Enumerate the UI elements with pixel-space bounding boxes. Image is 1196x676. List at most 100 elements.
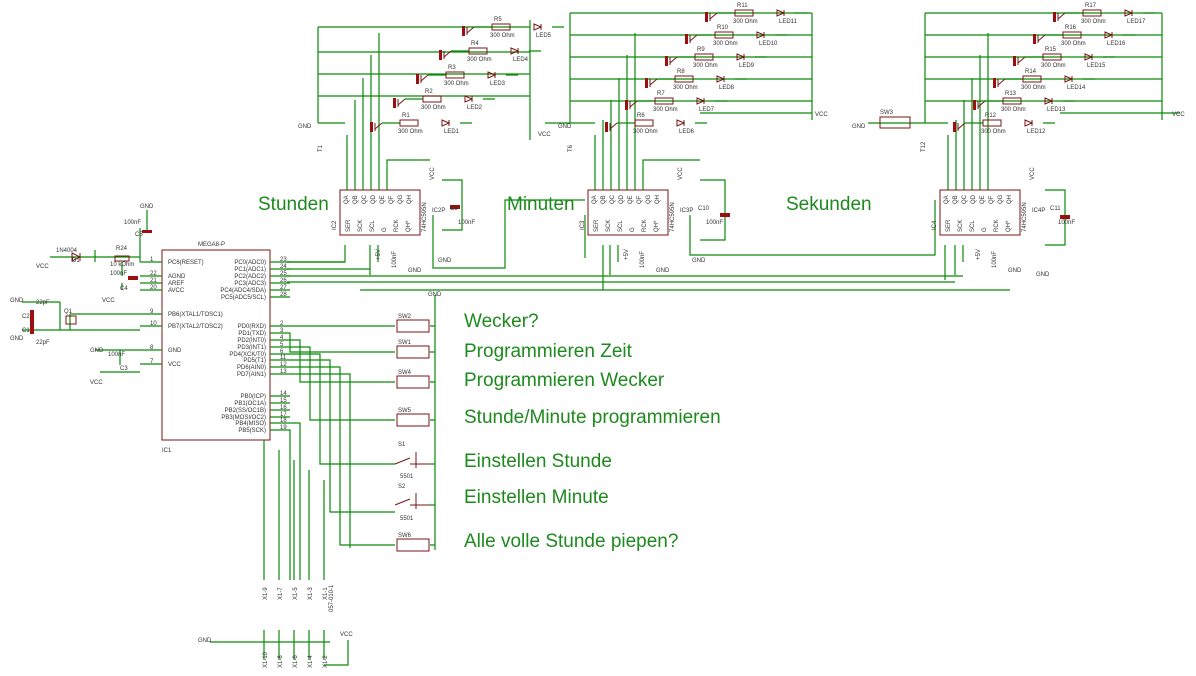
sr-output-pin: QH [1007,195,1013,204]
mcu-right-pin-label: PD6(AIN0) [237,365,266,371]
mcu-right-pin-label: PD2(INT0) [237,338,266,344]
sr-output-pin: QC [962,194,968,204]
mcu-right-pin-number: 19 [280,425,287,431]
resistor-value: 300 Ohm [693,63,718,69]
led-symbol [1024,119,1034,127]
mcu-left-pin-label: AGND [168,274,186,280]
transistor-ref: T6 [568,144,574,152]
connector-pin-bottom: X1-2 [323,655,329,668]
led-symbol [510,47,520,55]
note-program-alarm: Programmieren Wecker [464,370,665,391]
switch-main-ref: SW3 [880,110,894,116]
transistor-pad [393,98,396,108]
sr-part: 74HC595N [1022,202,1028,232]
sr-input-pin: SER [946,219,952,232]
led-ref: LED3 [490,81,506,87]
transistor-symbol [669,56,678,65]
resistor-body [1042,53,1062,61]
sr-output-pin: QE [980,195,986,204]
resistor-ref: R12 [985,113,997,119]
sr-output-pin: QE [628,195,634,204]
transistor-symbol [1057,12,1066,21]
resistor-body [674,75,694,83]
resistor-body [714,31,734,39]
resistor-body [982,119,1002,127]
sr-output-pin: QC [610,194,616,204]
gnd-label-mcu: GND [90,348,104,354]
led-symbol [1084,53,1094,61]
led-symbol [676,119,686,127]
switch-part: 5501 [400,516,414,522]
led-symbol [776,9,786,17]
transistor-pad [993,78,996,88]
transistor-pad [1053,12,1056,22]
sr-vcc-label: VCC [678,167,684,180]
resistor-value: 300 Ohm [633,129,658,135]
resistor-value: 300 Ohm [653,107,678,113]
mcu-right-pin-label: PB4(MISO) [235,421,266,427]
sr-input-pin: G [382,227,388,232]
r24-value: 10 kOhm [110,262,134,268]
transistor-pad [705,12,708,22]
led-ref: LED14 [1067,85,1086,91]
sr-input-pin: SCL [370,220,376,232]
resistor-body [468,47,488,55]
resistor-body [445,71,465,79]
c5-ref: C5 [135,232,143,238]
mcu-right-pin-label: PB0(ICP) [241,394,266,400]
mcu-right-pin-label: PB5(SCK) [238,428,266,434]
transistor-symbol [443,50,452,59]
led-symbol [1044,97,1054,105]
gnd-label-ic4-cap: GND [1036,272,1050,278]
mcu-right-pin-number: 4 [280,335,284,341]
resistor-body [399,119,419,127]
transistor-symbol [420,74,429,83]
resistor-ref: R14 [1025,69,1037,75]
connector-pin-bottom: X1-10 [263,651,269,668]
mcu-right-pin-number: 17 [280,412,287,418]
sr-output-pin: QG [998,194,1004,204]
resistor-value: 300 Ohm [421,105,446,111]
led-symbol [533,23,543,31]
gnd-label-ic3: GND [656,268,670,274]
resistor-value: 300 Ohm [673,85,698,91]
connector-pin-bottom: X1-6 [293,655,299,668]
led-ref: LED15 [1087,63,1106,69]
transistor-symbol [1037,34,1046,43]
transistor-ref: T1 [318,144,324,152]
connector-pin-bottom: X1-8 [278,655,284,668]
connector-pin-bottom: X1-4 [308,655,314,668]
c5-value: 100nF [124,220,141,226]
resistor-value: 300 Ohm [444,81,469,87]
mcu-left-pin-number: 7 [150,359,154,365]
led-ref: LED5 [536,33,552,39]
transistor-symbol [709,12,718,21]
transistor-symbol [689,34,698,43]
section-seconds-label: Sekunden [786,194,872,215]
section-hours-label: Stunden [258,194,329,215]
resistor-value: 300 Ohm [1001,107,1026,113]
mcu-right-pin-number: 2 [280,321,284,327]
sr-output-pin: QD [619,194,625,204]
sr-part: 74HC595N [422,202,428,232]
resistor-value: 300 Ohm [713,41,738,47]
resistor-body [1022,75,1042,83]
mcu-right-pin-label: PC5(ADC5/SCL) [221,295,266,301]
c3-ref: C3 [120,366,128,372]
mcu-right-pin-number: 27 [280,285,287,291]
switch-ref: S1 [398,442,406,448]
resistor-body [1082,9,1102,17]
vcc-label-1: VCC [36,264,49,270]
sr-output-pin: QF [637,195,643,204]
sr-output-pin: QF [389,195,395,204]
sr-decoupling-value: 100nF [640,251,646,268]
vcc-label-connector: VCC [340,632,353,638]
sr-output-pin: QG [646,194,652,204]
transistor-pad [462,26,465,36]
c2-value: 22pF [36,300,50,306]
transistor-symbol [997,78,1006,87]
mcu-right-pin-number: 3 [280,328,284,334]
led-ref: LED4 [513,57,529,63]
